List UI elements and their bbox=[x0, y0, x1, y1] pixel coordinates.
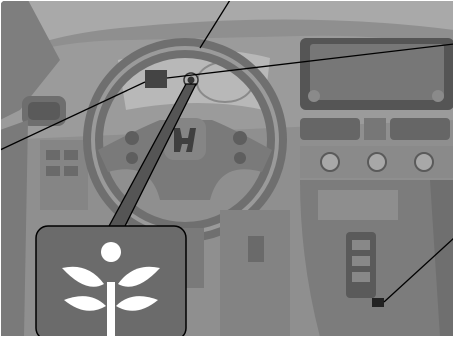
pedal bbox=[248, 236, 264, 262]
center-air-vent-right bbox=[390, 118, 450, 140]
footwell bbox=[220, 210, 290, 337]
center-air-vent-left bbox=[300, 118, 360, 140]
door-panel-left bbox=[0, 120, 28, 337]
console-switch bbox=[372, 298, 384, 307]
indicator-light-area bbox=[145, 70, 167, 88]
